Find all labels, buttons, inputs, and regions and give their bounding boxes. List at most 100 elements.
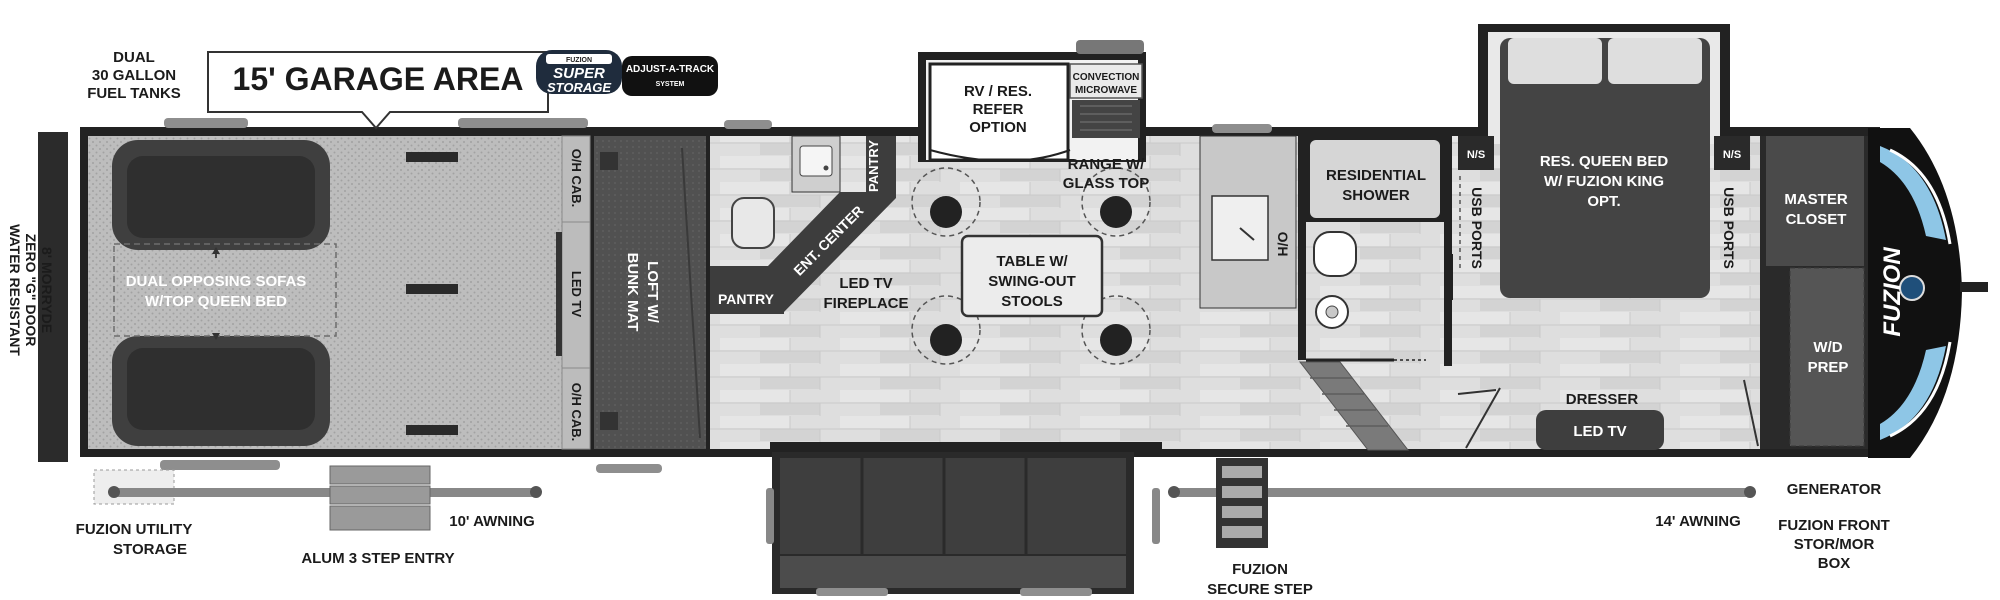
dresser-tv-label: LED TV	[1573, 423, 1626, 440]
master-closet-label: MASTER	[1784, 191, 1848, 208]
badge-super-text: SUPER	[553, 65, 605, 82]
front-storage-label: BOX	[1818, 555, 1851, 572]
fuel-tanks-label: DUAL	[113, 49, 155, 66]
rear-door-label: ZERO "G" DOOR	[23, 234, 39, 347]
front-storage-label: FUZION FRONT	[1778, 517, 1890, 534]
table-label: STOOLS	[1001, 293, 1062, 310]
refer-label: OPTION	[969, 119, 1027, 136]
badge-fuzion-text: FUZION	[566, 57, 592, 64]
super-storage-badge	[536, 50, 622, 94]
dresser	[1536, 410, 1664, 450]
loft-label: LOFT W/	[644, 261, 661, 323]
dinette-table	[911, 167, 1151, 365]
secure-step-label: FUZION	[1232, 561, 1288, 578]
awning-14	[1170, 488, 1754, 497]
shower-label: RESIDENTIAL	[1326, 167, 1426, 184]
utility-storage-label: FUZION UTILITY	[76, 521, 193, 538]
wd-prep-label: PREP	[1808, 359, 1849, 376]
badge-system-text: SYSTEM	[656, 81, 685, 88]
track-rail	[406, 425, 458, 435]
loft-bunk	[594, 136, 706, 449]
sofas-label: DUAL OPPOSING SOFAS	[126, 273, 307, 290]
queen-bed	[1500, 38, 1710, 298]
refer-label: RV / RES.	[964, 83, 1032, 100]
nightstand-right	[1714, 136, 1750, 170]
bed-label: OPT.	[1587, 193, 1620, 210]
fireplace-label: LED TV	[839, 275, 892, 292]
fuel-fill	[164, 118, 248, 128]
stool	[1100, 196, 1132, 228]
toilet	[1313, 231, 1357, 277]
bed-label: RES. QUEEN BED	[1540, 153, 1669, 170]
led-tv-garage-label: LED TV	[569, 271, 584, 318]
pantry-vertical	[866, 136, 896, 198]
table-label: TABLE W/	[996, 253, 1068, 270]
entry-step-3	[329, 465, 431, 531]
microwave	[1069, 63, 1143, 99]
garage-tv-screen	[556, 232, 562, 356]
sofas-label: W/TOP QUEEN BED	[145, 293, 287, 310]
sofa-top	[112, 140, 330, 250]
badge-storage-text: STORAGE	[547, 80, 611, 95]
pantry-bottom-label: PANTRY	[718, 291, 775, 307]
fuel-tanks-label: FUEL TANKS	[87, 85, 181, 102]
arrow-down-icon	[212, 333, 220, 340]
oh-cabinet-column	[561, 135, 591, 450]
usb-ports-right-label: USB PORTS	[1721, 187, 1737, 269]
microwave-label: CONVECTION	[1073, 72, 1140, 83]
arrow-up-icon	[212, 247, 220, 254]
wd-prep-label: W/D	[1813, 339, 1842, 356]
nightstand-left-label: N/S	[1467, 149, 1485, 161]
pillow	[1508, 38, 1602, 84]
fuel-tanks-label: 30 GALLON	[92, 67, 176, 84]
bath-oh-label: O/H	[1275, 232, 1291, 257]
queen-bed-outline	[113, 243, 337, 337]
utility-storage-label: STORAGE	[113, 541, 187, 558]
stool	[930, 196, 962, 228]
recliner-chair	[731, 197, 775, 249]
refrigerator	[928, 62, 1070, 162]
awning-14-label: 14' AWNING	[1655, 513, 1741, 530]
accent-stripe	[1880, 346, 1946, 440]
generator-label: GENERATOR	[1787, 481, 1882, 498]
utility-storage-box	[93, 469, 175, 505]
adjust-a-track-badge	[622, 56, 718, 96]
pantry-bottom	[712, 272, 784, 314]
accent-stripe	[1880, 146, 1946, 240]
rear-door-label: 8' MORRYDE	[39, 247, 55, 333]
range-label: RANGE W/	[1068, 156, 1145, 173]
brand-emblem-icon	[1899, 275, 1925, 301]
awning-10-label: 10' AWNING	[449, 513, 535, 530]
rear-bumper	[38, 132, 68, 462]
badge-adjust-text: ADJUST-A-TRACK	[626, 64, 715, 75]
step-entry-label: ALUM 3 STEP ENTRY	[301, 550, 454, 567]
page-title: 15' GARAGE AREA	[233, 61, 524, 97]
track-rail	[406, 284, 458, 294]
bed-label: W/ FUZION KING	[1544, 173, 1664, 190]
rear-door-label: WATER RESISTANT	[7, 224, 23, 356]
stairway-ramp	[1298, 361, 1410, 451]
master-closet-label: CLOSET	[1786, 211, 1847, 228]
nightstand-right-label: N/S	[1723, 149, 1741, 161]
stool	[1100, 324, 1132, 356]
front-storage-label: STOR/MOR	[1794, 536, 1875, 553]
loft-label: BUNK MAT	[624, 253, 641, 332]
master-closet	[1766, 136, 1864, 266]
wd-prep	[1789, 267, 1865, 447]
fireplace-label: FIREPLACE	[823, 295, 908, 312]
oh-cab-top-label: O/H CAB.	[569, 149, 584, 208]
stool	[930, 324, 962, 356]
track-rail	[406, 152, 458, 162]
brand-logo: FUZION	[1879, 247, 1906, 337]
pillow	[1608, 38, 1702, 84]
table-label: SWING-OUT	[988, 273, 1076, 290]
range-label: GLASS TOP	[1063, 175, 1149, 192]
shower-label: SHOWER	[1342, 187, 1410, 204]
pin-box	[1960, 282, 1988, 292]
awning-10	[110, 488, 540, 497]
oh-cab-bottom-label: O/H CAB.	[569, 383, 584, 442]
secure-step	[1216, 458, 1268, 548]
secure-step-label: SECURE STEP	[1207, 581, 1313, 598]
sofa-bottom	[112, 336, 330, 446]
nightstand-left	[1458, 136, 1494, 170]
